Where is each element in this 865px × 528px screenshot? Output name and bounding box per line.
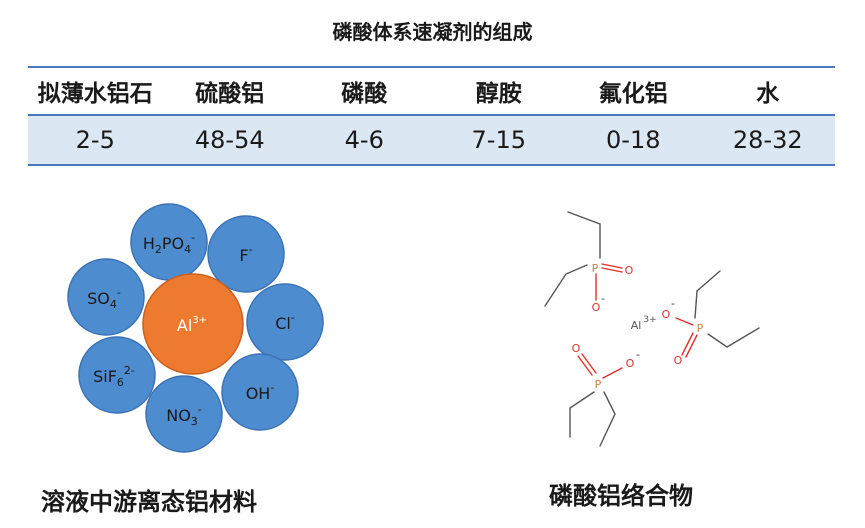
phosphorus-atom-2: P	[697, 322, 704, 335]
header-cell-water: 水	[756, 81, 780, 107]
page-title: 磷酸体系速凝剂的组成	[332, 20, 533, 44]
ethyl-chain-right	[599, 391, 616, 447]
ion-sif6-label: SiF62-	[93, 364, 135, 389]
oxygen-atom-1b: O	[592, 301, 601, 314]
phosphate-group-bottom	[569, 353, 623, 447]
center-al-circle	[142, 273, 244, 375]
ion-cl-circle	[246, 283, 324, 361]
ethyl-chain-lower-right	[707, 327, 760, 348]
oxygen-atom-3b: O	[572, 342, 581, 355]
oxygen-atom-2a: O	[662, 308, 671, 321]
p-o-double-bond-bottom-b	[581, 353, 597, 374]
ion-sif6: SiF62-	[78, 336, 156, 414]
ion-oh-label: OH-	[246, 381, 275, 403]
header-cell-boehmite: 拟薄水铝石	[37, 81, 153, 107]
p-o-double-bond-bottom-a	[577, 355, 593, 376]
p-o-single-bond-bottom	[602, 367, 623, 379]
value-cell-water: 28-32	[732, 126, 803, 154]
ion-so4-circle	[67, 258, 145, 336]
table-bottom-rule	[28, 164, 835, 166]
center-al-ion: Al3+	[142, 273, 244, 375]
ion-oh: OH-	[221, 353, 299, 431]
ethyl-chain-upper	[567, 211, 601, 259]
ion-no3-label: NO3-	[166, 403, 202, 428]
charge-minus-1: -	[601, 292, 605, 305]
ion-sif6-circle	[78, 336, 156, 414]
header-cell-aluminum-sulfate: 硫酸铝	[195, 81, 265, 107]
table-top-rule	[28, 66, 835, 68]
ion-cl: Cl-	[246, 283, 324, 361]
value-cell-aluminum-sulfate: 48-54	[194, 126, 265, 154]
p-o-double-bond-right-a	[681, 332, 694, 356]
oxygen-atom-3a: O	[626, 357, 635, 370]
ion-f-circle	[207, 215, 285, 293]
value-cell-alcohol-amine: 7-15	[471, 126, 526, 154]
p-o-double-bond-a	[601, 263, 623, 269]
ion-h2po4-label: H2PO4-	[143, 231, 195, 256]
phosphate-group-top-left	[544, 211, 623, 307]
ion-f: F-	[207, 215, 285, 293]
table-header-row: 拟薄水铝石 硫酸铝 磷酸 醇胺 氟化铝 水	[28, 68, 835, 114]
ion-no3-circle	[145, 375, 223, 453]
p-o-double-bond-right-b	[685, 334, 698, 358]
charge-minus-3: -	[636, 348, 640, 361]
p-o-single-bond-right	[675, 317, 694, 326]
phosphorus-atom-1: P	[592, 262, 599, 275]
ethyl-chain-upper-right	[694, 270, 721, 319]
oxygen-atom-2b: O	[674, 354, 683, 367]
ion-cl-label: Cl-	[275, 311, 295, 333]
caption-aluminum-phosphate-complex: 磷酸铝络合物	[549, 482, 693, 510]
ion-f-label: F-	[239, 243, 252, 265]
ion-so4-label: SO4-	[87, 286, 121, 311]
phosphate-group-right	[675, 270, 760, 358]
complex-al-charge: 3+	[643, 315, 656, 325]
phosphorus-atom-3: P	[595, 378, 602, 391]
ion-no3: NO3-	[145, 375, 223, 453]
ion-so4: SO4-	[67, 258, 145, 336]
p-o-double-bond-b	[601, 267, 623, 273]
caption-free-aluminum: 溶液中游离态铝材料	[41, 488, 257, 516]
ethyl-chain-left	[569, 391, 595, 438]
value-cell-phosphoric-acid: 4-6	[344, 126, 384, 154]
free-aluminum-diagram: H2PO4- F- Cl- OH- NO3- SiF62- SO4-	[67, 203, 324, 453]
oxygen-atom-1a: O	[625, 264, 634, 277]
charge-minus-2: -	[671, 297, 675, 310]
value-cell-boehmite: 2-5	[75, 126, 115, 154]
header-cell-alcohol-amine: 醇胺	[475, 81, 522, 107]
header-cell-phosphoric-acid: 磷酸	[341, 81, 388, 107]
header-cell-aluminum-fluoride: 氟化铝	[598, 81, 668, 107]
ion-oh-circle	[221, 353, 299, 431]
ion-h2po4: H2PO4-	[130, 203, 208, 281]
table-value-row: 2-5 48-54 4-6 7-15 0-18 28-32	[28, 116, 835, 164]
center-al-label: Al3+	[177, 315, 207, 335]
ethyl-chain-lower	[544, 264, 588, 307]
aluminum-phosphate-complex: P O O - P O O - P O O - Al 3+	[544, 211, 760, 447]
complex-al-label: Al	[631, 319, 642, 332]
table-mid-rule	[28, 114, 835, 116]
value-cell-aluminum-fluoride: 0-18	[606, 126, 661, 154]
